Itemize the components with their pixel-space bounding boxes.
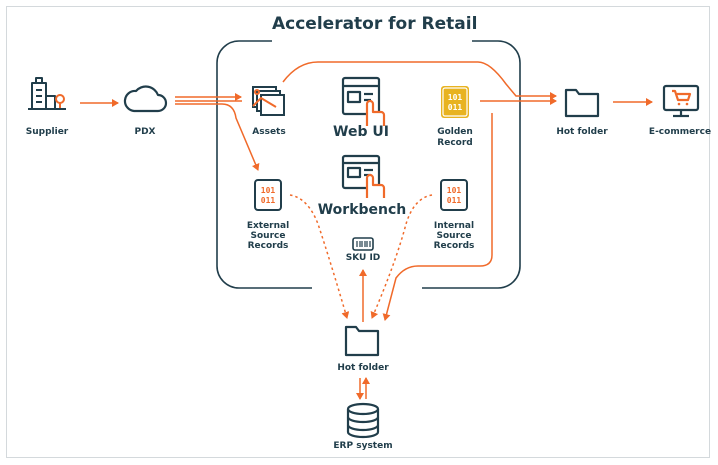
internal-records-label-line2: Source [436, 231, 472, 241]
factory-icon [28, 77, 66, 110]
binary-card-icon: 101 011 [441, 86, 469, 118]
external-records-label-line3: Records [247, 241, 289, 251]
svg-text:101: 101 [261, 186, 276, 195]
connector-arrows [80, 61, 653, 400]
image-stack-icon [252, 86, 285, 116]
monitor-cart-icon [662, 84, 700, 118]
diagram-title: Accelerator for Retail [272, 14, 478, 34]
erp-system-label: ERP system [333, 441, 393, 451]
svg-text:011: 011 [448, 103, 463, 112]
external-records-label-line2: Source [250, 231, 286, 241]
external-records-label-line1: External [246, 221, 290, 231]
database-icon [346, 402, 380, 439]
internal-records-label-line1: Internal [433, 221, 475, 231]
svg-text:101: 101 [447, 186, 462, 195]
binary-card-icon: 101 011 [254, 179, 282, 211]
golden-record-label-line1: Golden [437, 127, 473, 137]
web-ui-label: Web UI [333, 124, 389, 140]
diagram-frame [6, 6, 710, 458]
svg-text:011: 011 [447, 196, 462, 205]
supplier-label: Supplier [25, 127, 69, 137]
ecommerce-label: E-commerce [648, 127, 712, 137]
pdx-label: PDX [134, 127, 156, 137]
golden-record-label-line2: Record [437, 138, 473, 148]
assets-label: Assets [252, 127, 286, 137]
browser-pointer-icon [341, 76, 386, 126]
barcode-icon [352, 237, 374, 251]
svg-text:101: 101 [448, 93, 463, 102]
hot-folder-label: Hot folder [556, 127, 608, 137]
folder-icon [564, 88, 600, 118]
browser-pointer-icon [341, 154, 386, 198]
hot-folder-bottom-label: Hot folder [337, 363, 389, 373]
cloud-icon [123, 85, 168, 113]
binary-card-icon: 101 011 [440, 179, 468, 211]
folder-icon [344, 325, 380, 357]
svg-text:011: 011 [261, 196, 276, 205]
internal-records-label-line3: Records [433, 241, 475, 251]
workbench-label: Workbench [317, 202, 407, 218]
sku-id-label: SKU ID [345, 253, 381, 263]
